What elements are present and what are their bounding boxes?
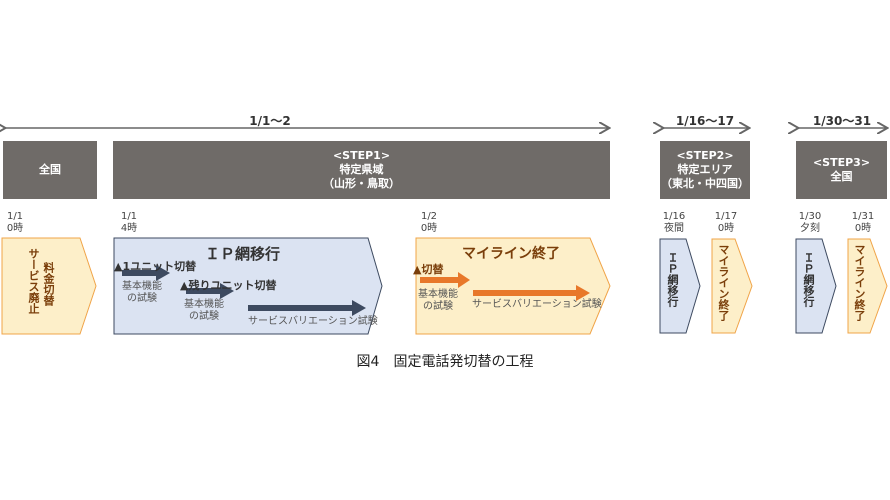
- bar-step1: <STEP1>特定県域（山形・鳥取）: [113, 141, 610, 199]
- bar-step2: <STEP2>特定エリア（東北・中四国）: [660, 141, 750, 199]
- figure-caption: 図4 固定電話発切替の工程: [356, 354, 534, 370]
- ip-step2: ▲残りユニット切替: [180, 279, 277, 292]
- span-label-step1: 1/1～2: [249, 114, 291, 128]
- ip-test2: 基本機能の試験: [184, 299, 224, 322]
- bar-nationwide: 全国: [3, 141, 97, 199]
- ip-test3: サービスバリエーション試験: [248, 316, 378, 327]
- step3-ip-text: ＩＰ網移行: [802, 252, 815, 307]
- step3-myline-text: マイライン終了: [853, 244, 866, 321]
- arrow-test2: [186, 283, 234, 299]
- bar-step3: <STEP3>全国: [796, 141, 887, 199]
- ip-step1: ▲1ユニット切替: [114, 260, 197, 273]
- span-label-step3: 1/30～31: [812, 114, 872, 128]
- bar-text: 全国: [830, 170, 853, 183]
- bar-text: 全国: [39, 163, 61, 176]
- myline-test1: 基本機能の試験: [418, 289, 458, 312]
- step3-myline-box: [847, 238, 888, 334]
- step2-myline-text: マイライン終了: [717, 244, 730, 321]
- span-label-step2: 1/16～17: [675, 114, 735, 128]
- myline-box-title: マイライン終了: [462, 246, 560, 262]
- bar-text: （東北・中四国）: [661, 177, 749, 190]
- step2-ip-box: [659, 238, 701, 334]
- myline-end-box: [415, 237, 611, 335]
- step2-myline-box: [711, 238, 753, 334]
- bar-text: 特定エリア: [677, 163, 733, 176]
- arrow-test3: [248, 300, 366, 316]
- bar-text: <STEP1>: [332, 149, 391, 162]
- bar-text: <STEP3>: [812, 156, 871, 169]
- ip-box-title: ＩＰ網移行: [205, 245, 281, 263]
- service-stop-col1: 料金切替: [42, 262, 55, 306]
- bar-text: <STEP2>: [676, 149, 734, 162]
- service-stop-box: [1, 237, 97, 335]
- myline-test2: サービスバリエーション試験: [472, 299, 602, 310]
- arrow-myline-test1: [420, 272, 470, 288]
- bar-text: （山形・鳥取）: [323, 177, 400, 190]
- bar-text: 特定県域: [339, 163, 384, 176]
- myline-step1: ▲切替: [413, 263, 444, 276]
- service-stop-col2: サービス廃止: [27, 248, 40, 314]
- arrow-test1: [122, 265, 170, 281]
- step2-ip-text: ＩＰ網移行: [666, 252, 679, 307]
- ip-test1: 基本機能の試験: [122, 281, 162, 304]
- arrow-myline-test2: [473, 285, 590, 301]
- step3-ip-box: [795, 238, 837, 334]
